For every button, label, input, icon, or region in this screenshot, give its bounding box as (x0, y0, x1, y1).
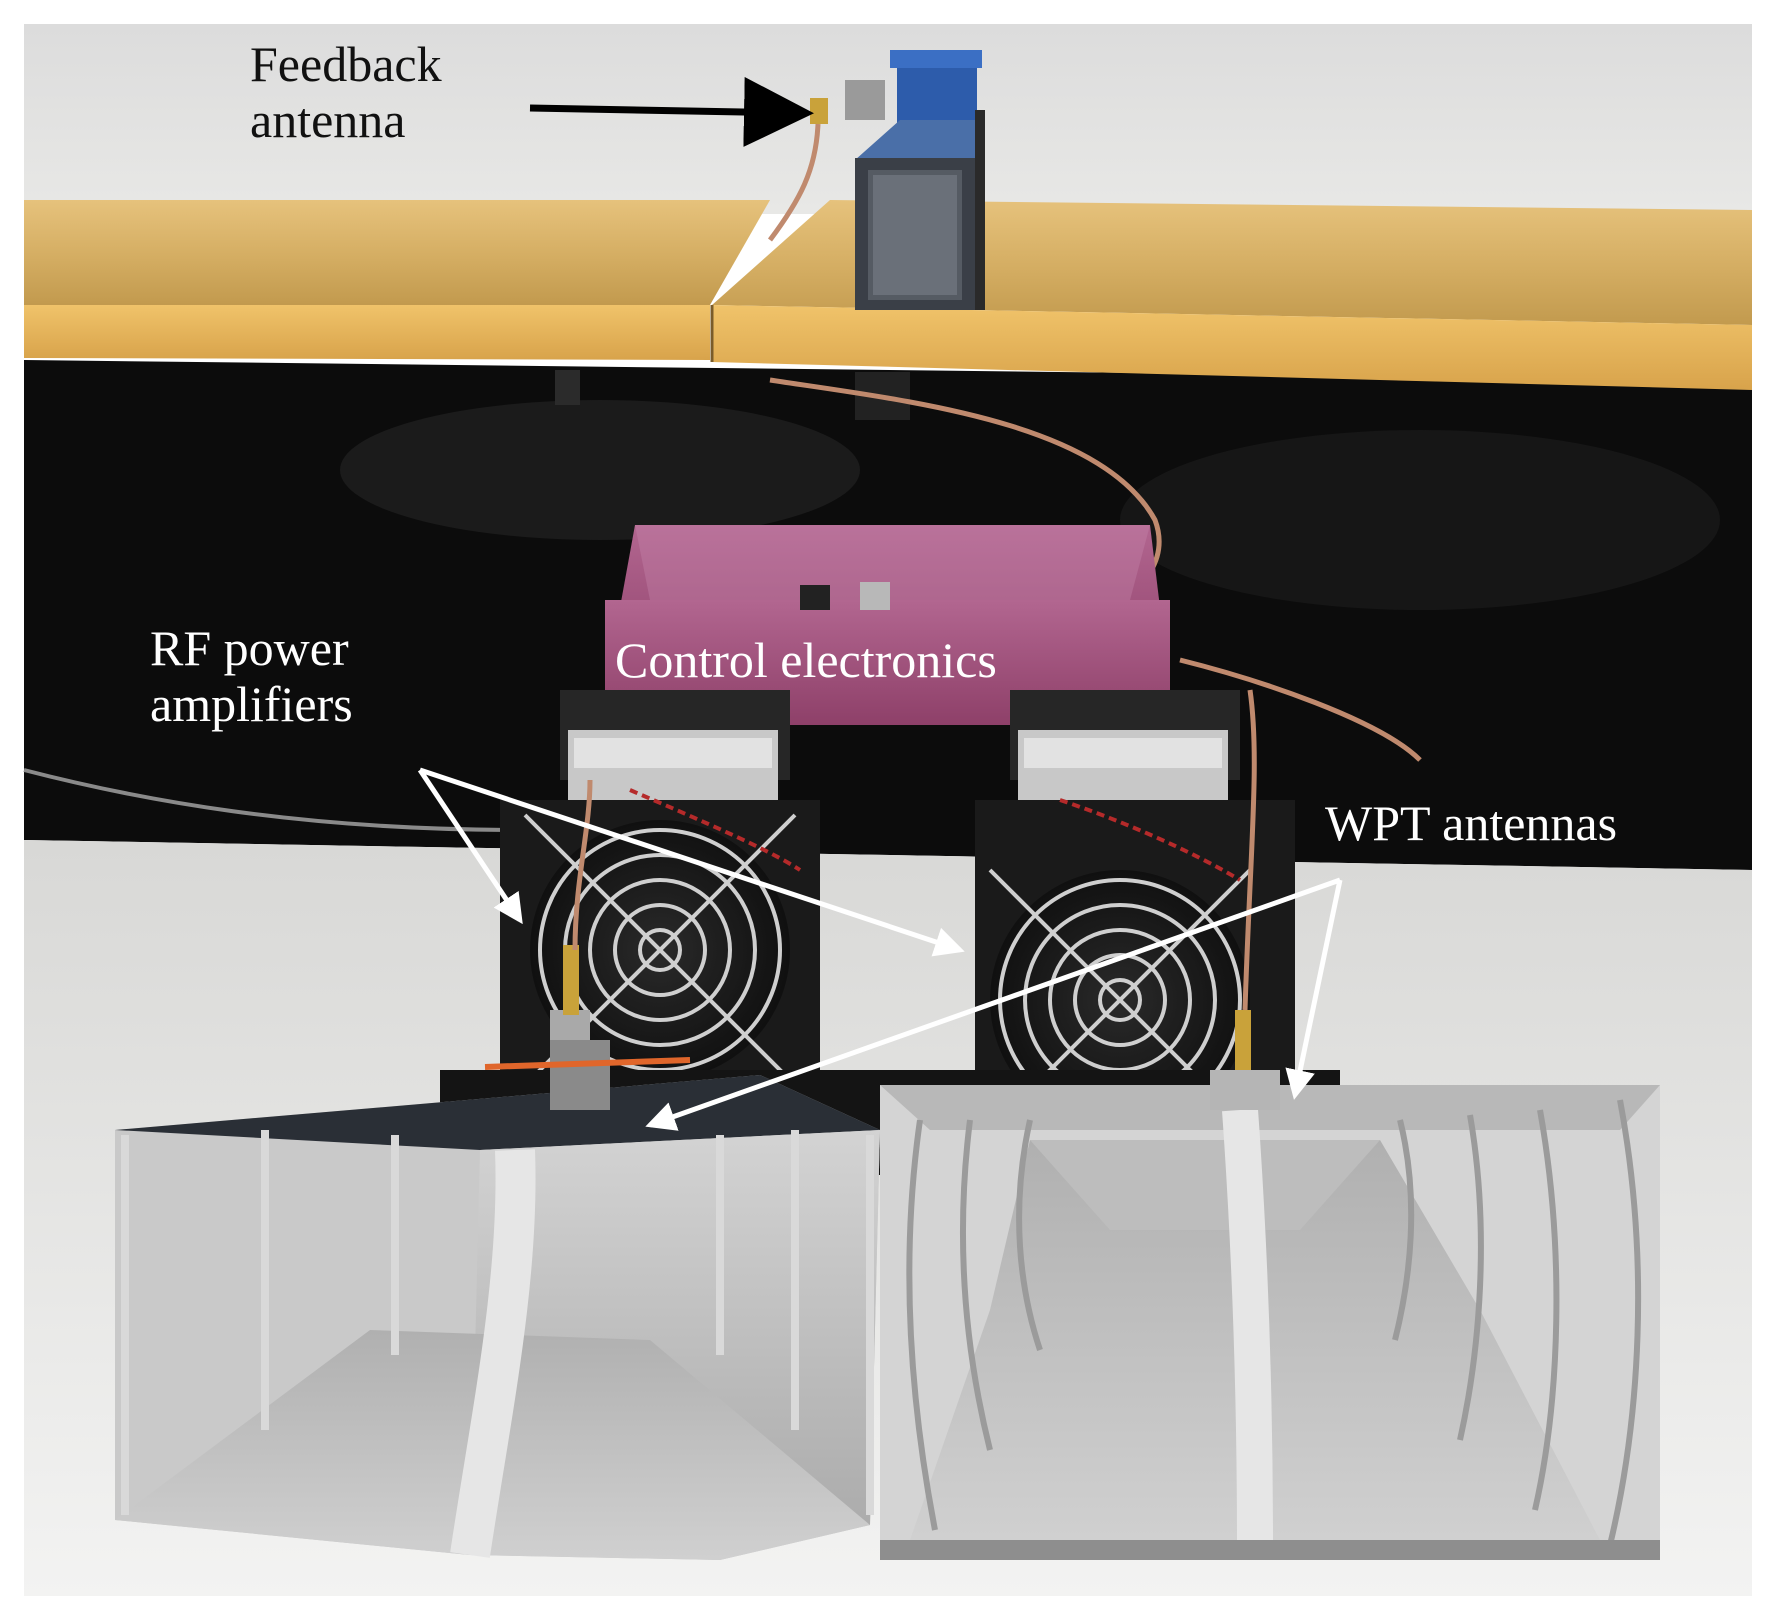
shelf-bracket (555, 370, 580, 405)
shelf-left-top (24, 200, 770, 305)
wpt-antenna-right (880, 1070, 1660, 1560)
feedback-antenna-label: Feedback antenna (250, 36, 442, 148)
shelf-left-edge (24, 305, 710, 360)
wpt-antenna-left (115, 1040, 880, 1560)
feedback-antenna-label-line2: antenna (250, 92, 406, 148)
wpt-antennas-label-text: WPT antennas (1325, 795, 1618, 851)
rf-amplifier-arrows (417, 767, 965, 957)
wpt-antennas-label: WPT antennas (1325, 795, 1617, 851)
panel-reflection (340, 400, 860, 540)
amp-cables (572, 657, 1422, 1011)
rf-power-amplifiers-label-line1: RF power (150, 620, 349, 676)
control-electronics-label-text: Control electronics (615, 632, 997, 688)
feedback-connector (810, 98, 828, 124)
control-electronics-label: Control electronics (615, 632, 997, 688)
shelf-right-edge (712, 305, 1752, 390)
rf-power-amplifiers-label: RF power amplifiers (150, 620, 353, 732)
panel-reflection-right (1120, 430, 1720, 610)
rf-amplifier-right (975, 690, 1295, 1132)
grey-cable (23, 768, 521, 832)
feedback-waveguide (845, 50, 985, 310)
feedback-antenna-label-line1: Feedback (250, 36, 442, 92)
wpt-antenna-arrows (645, 877, 1343, 1131)
amp-red-wires (629, 788, 1242, 882)
feedback-arrow (529, 76, 814, 147)
rf-power-amplifiers-label-line2: amplifiers (150, 676, 353, 732)
